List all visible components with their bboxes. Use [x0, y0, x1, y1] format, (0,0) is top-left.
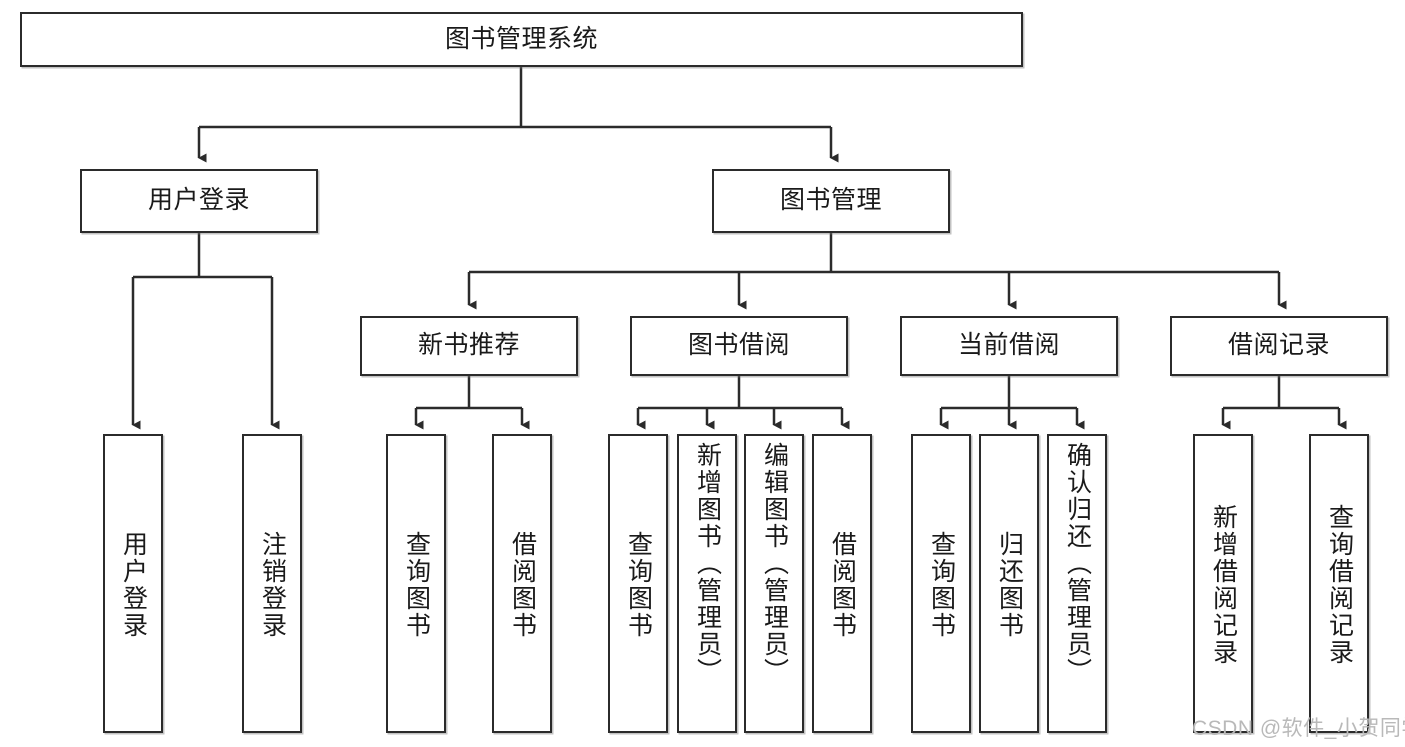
- node-leaf-query-record[interactable]: 查询借阅记录: [1309, 434, 1369, 733]
- node-label: 归还图书: [995, 530, 1024, 639]
- node-leaf-add-book[interactable]: 新增图书（管理员）: [677, 434, 737, 733]
- node-label: 确认归还（管理员）: [1063, 442, 1092, 685]
- node-book-management[interactable]: 图书管理: [712, 169, 950, 233]
- csdn-watermark: CSDN @软件_小贺同学: [1192, 717, 1405, 740]
- node-leaf-user-login[interactable]: 用户登录: [103, 434, 163, 733]
- node-new-book-recommend[interactable]: 新书推荐: [360, 316, 578, 376]
- node-leaf-borrow-book-2[interactable]: 借阅图书: [812, 434, 872, 733]
- node-leaf-query-book-1[interactable]: 查询图书: [386, 434, 446, 733]
- node-label: 查询借阅记录: [1325, 503, 1354, 666]
- node-leaf-add-record[interactable]: 新增借阅记录: [1193, 434, 1253, 733]
- node-label: 借阅记录: [1227, 331, 1330, 360]
- node-label: 借阅图书: [828, 530, 857, 639]
- node-label: 新书推荐: [417, 331, 520, 360]
- node-label: 注销登录: [258, 530, 287, 639]
- node-user-login[interactable]: 用户登录: [80, 169, 318, 233]
- node-label: 用户登录: [119, 530, 148, 639]
- node-label: 编辑图书（管理员）: [760, 442, 789, 685]
- node-leaf-logout-login[interactable]: 注销登录: [242, 434, 302, 733]
- node-label: 当前借阅: [957, 331, 1060, 360]
- node-borrow-record[interactable]: 借阅记录: [1170, 316, 1388, 376]
- node-label: 查询图书: [402, 530, 431, 639]
- node-book-management-system[interactable]: 图书管理系统: [20, 12, 1023, 67]
- node-label: 查询图书: [624, 530, 653, 639]
- node-book-borrow[interactable]: 图书借阅: [630, 316, 848, 376]
- node-leaf-return-book[interactable]: 归还图书: [979, 434, 1039, 733]
- node-label: 新增图书（管理员）: [693, 442, 722, 685]
- node-leaf-edit-book[interactable]: 编辑图书（管理员）: [744, 434, 804, 733]
- node-label: 新增借阅记录: [1209, 503, 1238, 666]
- node-label: 查询图书: [927, 530, 956, 639]
- node-leaf-query-book-3[interactable]: 查询图书: [911, 434, 971, 733]
- node-leaf-borrow-book-1[interactable]: 借阅图书: [492, 434, 552, 733]
- node-label: 用户登录: [147, 186, 250, 215]
- node-leaf-query-book-2[interactable]: 查询图书: [608, 434, 668, 733]
- node-label: 借阅图书: [508, 530, 537, 639]
- node-label: 图书借阅: [687, 331, 790, 360]
- node-label: 图书管理: [779, 186, 882, 215]
- node-leaf-confirm-return[interactable]: 确认归还（管理员）: [1047, 434, 1107, 733]
- node-label: 图书管理系统: [444, 24, 598, 53]
- node-current-borrow[interactable]: 当前借阅: [900, 316, 1118, 376]
